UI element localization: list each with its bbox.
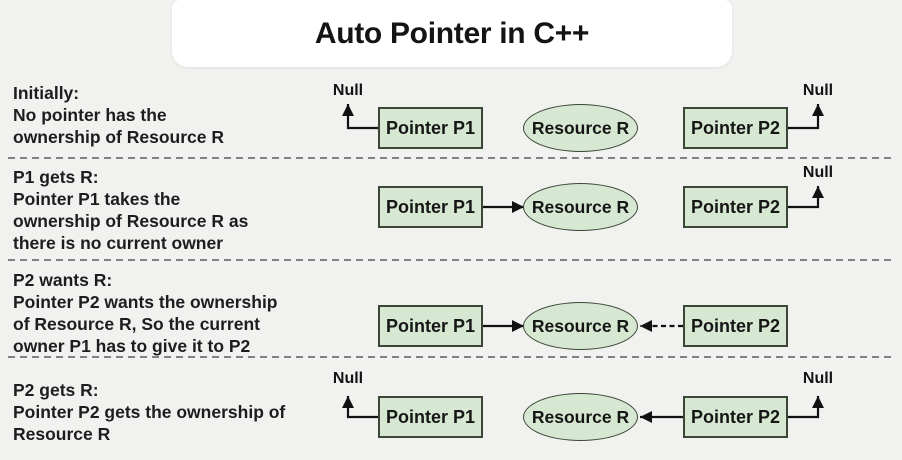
null-label: Null bbox=[802, 164, 834, 181]
pointer-p1-box: Pointer P1 bbox=[378, 305, 483, 347]
null-label: Null bbox=[802, 370, 834, 387]
step-text-line: Pointer P1 takes the bbox=[13, 189, 181, 209]
resource-ellipse: Resource R bbox=[523, 393, 638, 441]
null-label: Null bbox=[332, 370, 364, 387]
p1-null-arrow bbox=[342, 104, 378, 130]
step-text-line: Resource R bbox=[13, 424, 111, 444]
step-heading: P2 wants R: bbox=[13, 270, 113, 290]
p1-null-arrow bbox=[342, 396, 378, 419]
null-label: Null bbox=[802, 82, 834, 99]
pointer-p2-box: Pointer P2 bbox=[683, 186, 788, 228]
step-text-line: Pointer P2 gets the ownership of bbox=[13, 402, 286, 422]
p2-null-arrow bbox=[788, 186, 824, 209]
step-text-line: of Resource R, So the current bbox=[13, 314, 260, 334]
title-card: Auto Pointer in C++ bbox=[172, 0, 732, 67]
step-1-description: Initially: No pointer has the ownership … bbox=[13, 82, 224, 148]
pointer-p2-box: Pointer P2 bbox=[683, 305, 788, 347]
resource-ellipse: Resource R bbox=[523, 104, 638, 152]
pointer-p2-box: Pointer P2 bbox=[683, 396, 788, 438]
step-heading: P1 gets R: bbox=[13, 167, 99, 187]
resource-ellipse: Resource R bbox=[523, 302, 638, 350]
page-title: Auto Pointer in C++ bbox=[314, 16, 590, 50]
pointer-p1-box: Pointer P1 bbox=[378, 396, 483, 438]
resource-ellipse: Resource R bbox=[523, 183, 638, 231]
pointer-p1-box: Pointer P1 bbox=[378, 186, 483, 228]
step-text-line: owner P1 has to give it to P2 bbox=[13, 336, 251, 356]
step-text-line: ownership of Resource R bbox=[13, 127, 225, 147]
step-text-line: ownership of Resource R as bbox=[13, 211, 249, 231]
step-3-description: P2 wants R: Pointer P2 wants the ownersh… bbox=[13, 269, 278, 357]
step-heading: Initially: bbox=[13, 83, 80, 103]
step-2-description: P1 gets R: Pointer P1 takes the ownershi… bbox=[13, 166, 248, 254]
step-heading: P2 gets R: bbox=[13, 380, 99, 400]
pointer-p1-box: Pointer P1 bbox=[378, 107, 483, 149]
p2-null-arrow bbox=[788, 104, 824, 130]
p2-null-arrow bbox=[788, 396, 824, 419]
null-label: Null bbox=[332, 82, 364, 99]
pointer-p2-box: Pointer P2 bbox=[683, 107, 788, 149]
step-text-line: there is no current owner bbox=[13, 233, 224, 253]
step-text-line: No pointer has the bbox=[13, 105, 167, 125]
step-text-line: Pointer P2 wants the ownership bbox=[13, 292, 278, 312]
step-4-description: P2 gets R: Pointer P2 gets the ownership… bbox=[13, 379, 285, 445]
